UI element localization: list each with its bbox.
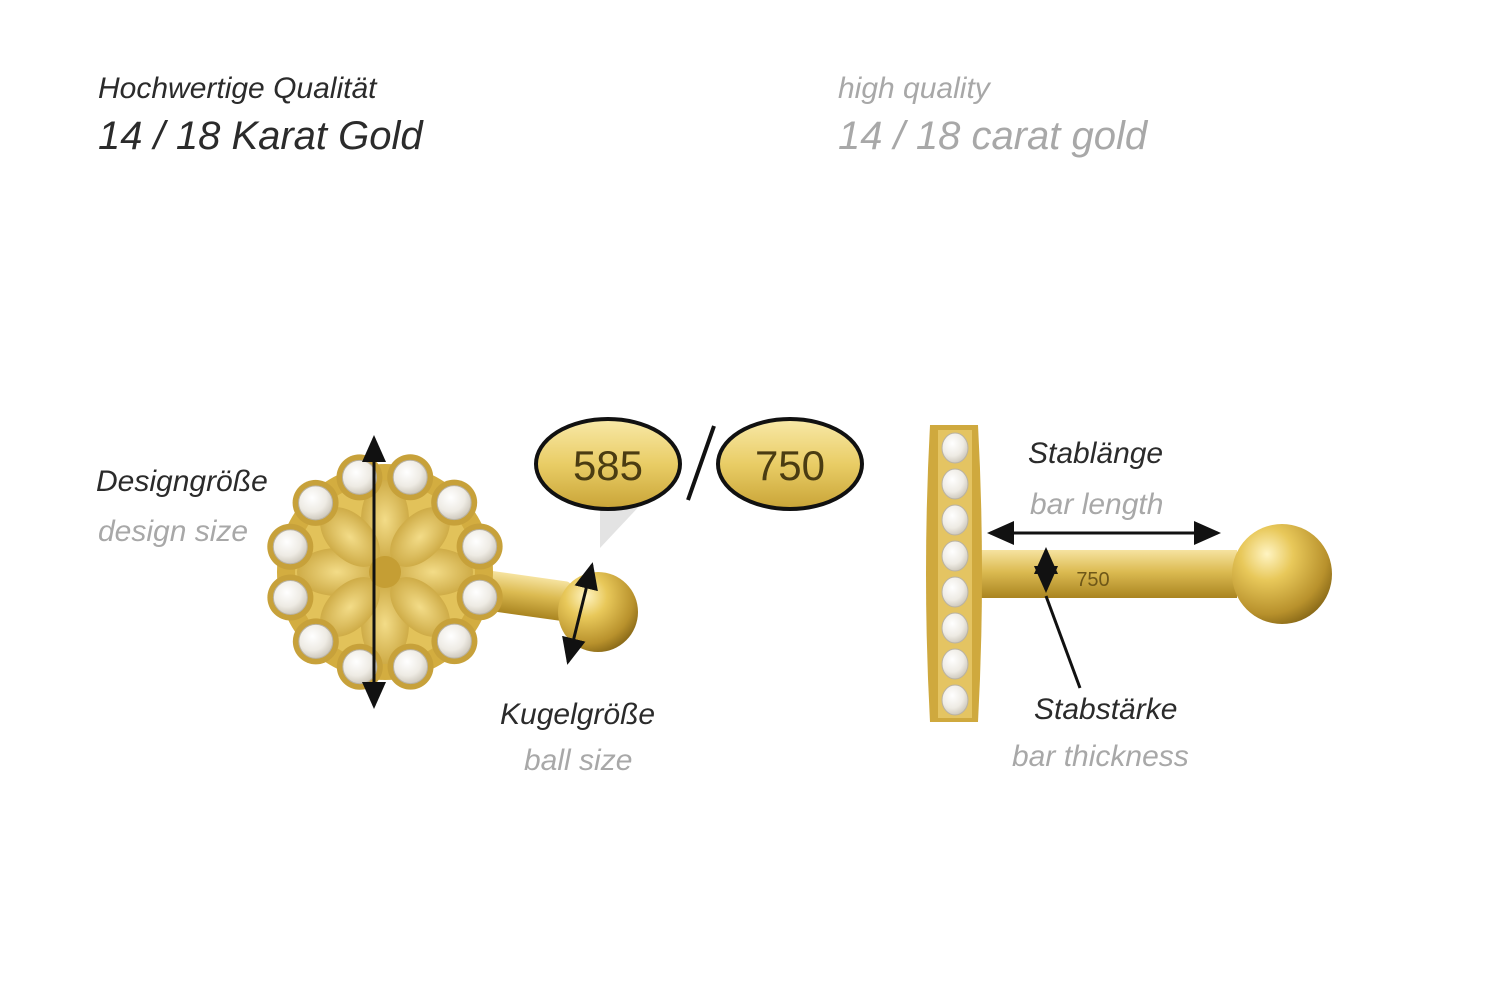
side-zirconia-stone — [941, 504, 969, 536]
design-size-label-de: Designgröße — [96, 465, 268, 498]
bar-length-label-en: bar length — [1030, 488, 1164, 521]
ball-size-label-de: Kugelgröße — [500, 698, 656, 731]
header-title-en: high quality — [838, 72, 990, 105]
side-zirconia-stone — [941, 612, 969, 644]
zirconia-stone — [298, 485, 334, 521]
side-bar-shape — [975, 550, 1237, 598]
zirconia-stone — [272, 529, 308, 565]
bar-engraving-text: 750 — [1076, 569, 1109, 591]
side-zirconia-stone — [941, 468, 969, 500]
side-zirconia-stone — [941, 432, 969, 464]
bar-thickness-label-de: Stabstärke — [1034, 693, 1178, 726]
bar-length-label-de: Stablänge — [1028, 437, 1164, 470]
design-size-label-en: design size — [98, 515, 249, 548]
zirconia-stone — [436, 485, 472, 521]
front-view-jewelry — [267, 435, 638, 709]
zirconia-stone — [392, 459, 428, 495]
stamp-separator — [686, 425, 716, 501]
bar-thickness-label-en: bar thickness — [1012, 740, 1189, 773]
zirconia-stone — [341, 459, 377, 495]
ball-size-label-en: ball size — [524, 744, 633, 777]
zirconia-stone — [298, 623, 334, 659]
side-zirconia-stones — [941, 432, 969, 716]
side-zirconia-stone — [941, 648, 969, 680]
stamp-585-oval — [534, 417, 682, 511]
side-zirconia-stone — [941, 684, 969, 716]
bar-thickness-pointer — [1044, 595, 1082, 689]
stamp-585-text: 585 — [573, 442, 643, 489]
zirconia-stone — [393, 649, 429, 685]
zirconia-stone — [436, 623, 472, 659]
ball-shape — [558, 572, 638, 652]
header-title-de: Hochwertige Qualität — [98, 72, 377, 105]
zirconia-stone — [462, 579, 498, 615]
zirconia-stone — [272, 580, 308, 616]
side-zirconia-stone — [941, 576, 969, 608]
header-subtitle-en: 14 / 18 carat gold — [838, 114, 1148, 158]
header-subtitle-de: 14 / 18 Karat Gold — [98, 114, 423, 158]
zirconia-stone — [462, 528, 498, 564]
side-view-jewelry: 750 — [926, 425, 1332, 722]
stamp-750-oval — [716, 417, 864, 511]
ball-size-arrow — [562, 562, 598, 665]
hallmark-stamps: 585 750 — [534, 417, 864, 548]
zirconia-stone — [342, 649, 378, 685]
side-ball-shape — [1232, 524, 1332, 624]
stamp-750-text: 750 — [755, 442, 825, 489]
callout-pointer — [600, 500, 645, 548]
side-zirconia-stone — [941, 540, 969, 572]
